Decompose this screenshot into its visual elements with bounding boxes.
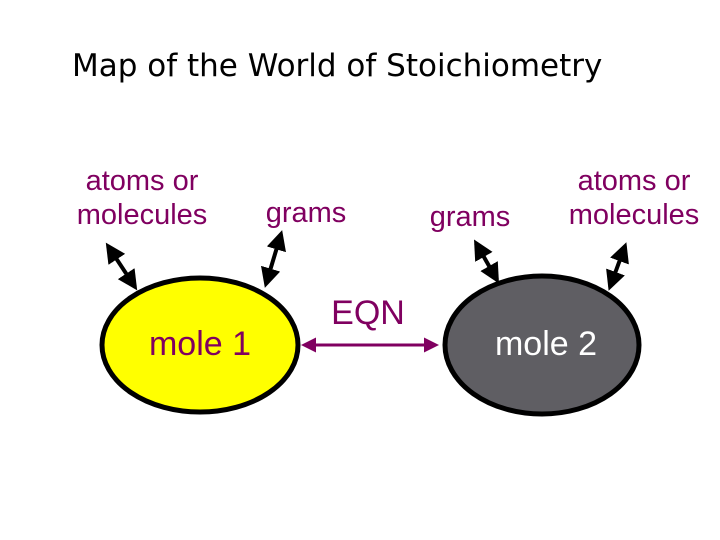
mole-1-node	[99, 275, 301, 415]
atoms-right-line-2: molecules	[568, 199, 700, 231]
equation-label: EQN	[331, 294, 405, 332]
grams-right-label: grams	[429, 201, 511, 233]
grams-to-mole1-arrow	[261, 230, 286, 288]
atoms-left-line-2: molecules	[76, 199, 208, 231]
atoms-to-mole2-arrow	[606, 242, 629, 291]
atoms-or-molecules-right-label: atoms or molecules	[548, 164, 720, 232]
grams-to-mole2-arrow	[474, 239, 499, 284]
diagram-title: Map of the World of Stoichiometry	[72, 48, 603, 84]
mole-2-label: mole 2	[494, 325, 598, 363]
mole-2-node	[442, 273, 642, 417]
atoms-right-line-1: atoms or	[577, 165, 691, 197]
grams-left-label: grams	[265, 197, 347, 229]
atoms-to-mole1-arrow	[105, 242, 138, 291]
atoms-left-line-1: atoms or	[85, 165, 199, 197]
mole-1-label: mole 1	[148, 325, 252, 363]
atoms-or-molecules-left-label: atoms or molecules	[56, 164, 228, 232]
